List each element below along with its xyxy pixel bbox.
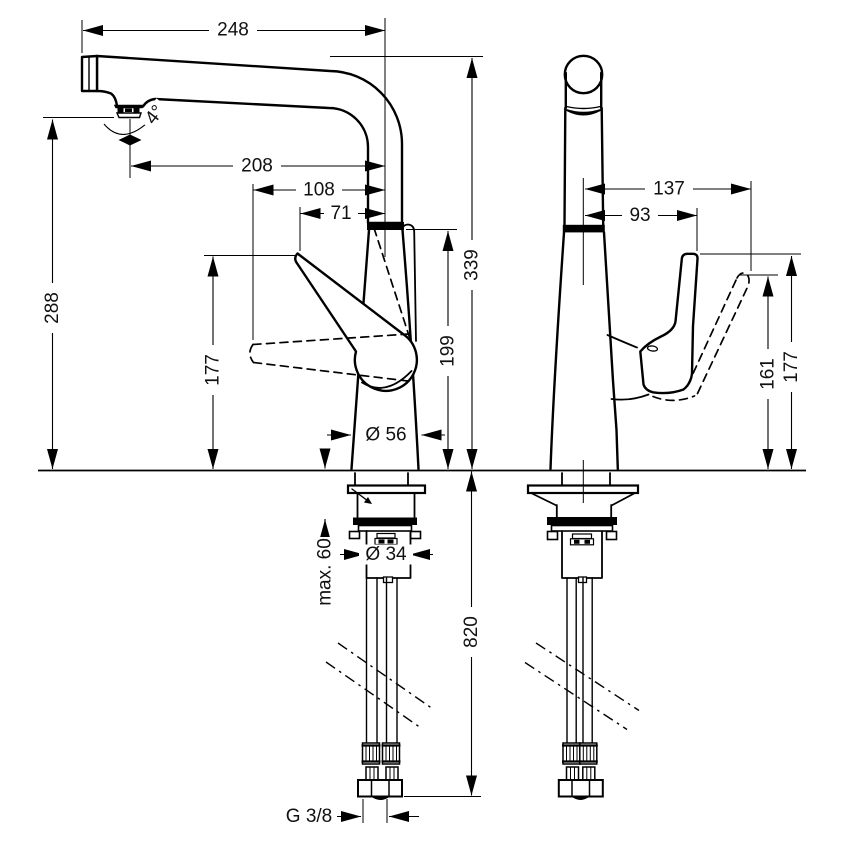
aerator-side	[113, 104, 145, 119]
break-lines-side	[325, 642, 434, 729]
spout-outline	[95, 54, 404, 225]
svg-text:177: 177	[203, 354, 224, 386]
body-front-right	[602, 231, 619, 471]
svg-text:137: 137	[653, 179, 685, 200]
dim-base-diameter: Ø 56	[359, 425, 413, 446]
handle-front-dashed	[652, 272, 750, 402]
dim-handle-width: 93	[622, 205, 658, 226]
dim-max-mounting-depth: max. 60	[315, 537, 336, 607]
dim-handle-open-height: 161	[758, 349, 779, 399]
svg-text:161: 161	[758, 358, 779, 390]
hoses-front	[524, 577, 640, 800]
dim-handle-open-width: 137	[645, 179, 693, 200]
svg-text:288: 288	[42, 292, 63, 324]
svg-text:248: 248	[217, 20, 249, 41]
body-front-left	[549, 231, 566, 471]
hex-nut-front	[557, 779, 604, 798]
handle-socket-top	[606, 334, 638, 349]
dim-total-height: 339	[462, 240, 483, 290]
hoses-side	[325, 577, 434, 800]
svg-text:Ø 56: Ø 56	[365, 425, 406, 446]
handle-side	[294, 252, 419, 392]
dim-shank-diameter: Ø 34	[359, 544, 413, 565]
front-view	[524, 54, 750, 800]
svg-text:177: 177	[781, 351, 802, 383]
aerator-front-top	[565, 105, 602, 110]
svg-text:Ø 34: Ø 34	[365, 544, 407, 565]
handle-front	[639, 252, 699, 395]
break-lines-front	[524, 642, 640, 731]
svg-text:208: 208	[241, 156, 273, 177]
base-side	[346, 472, 427, 584]
svg-text:199: 199	[438, 335, 459, 367]
dim-handle-open-to-axis: 108	[296, 180, 342, 201]
dimensions: 248 208 108 71 137 93 288 177	[42, 18, 802, 827]
hex-nut-side	[357, 779, 403, 798]
dim-aerator-to-axis: 208	[233, 156, 281, 177]
dim-handle-tip-to-axis: 71	[324, 203, 358, 224]
svg-text:339: 339	[462, 249, 483, 281]
dim-handle-height-side: 177	[203, 345, 224, 395]
dim-body-joint-height: 199	[438, 326, 459, 376]
svg-text:71: 71	[330, 203, 351, 224]
svg-text:G 3/8: G 3/8	[286, 806, 332, 827]
hose-braid	[361, 742, 401, 765]
svg-text:max. 60: max. 60	[315, 538, 336, 606]
neck-front	[563, 106, 605, 227]
base-front	[526, 460, 640, 584]
aerator-front	[566, 109, 601, 116]
handle-screw-hole	[646, 345, 659, 352]
handle-side-dashed	[249, 333, 413, 383]
svg-text:820: 820	[461, 616, 482, 648]
svg-text:93: 93	[629, 205, 650, 226]
spout-head-front	[563, 54, 604, 95]
dim-spout-reach: 248	[209, 20, 257, 41]
svg-text:108: 108	[303, 180, 335, 201]
dim-spout-outlet-height: 288	[42, 283, 63, 333]
handle-ball-under-arc	[361, 370, 413, 389]
dim-thread-size: G 3/8	[281, 806, 337, 827]
handle-socket-bottom	[610, 393, 650, 401]
dim-handle-height-front: 177	[781, 342, 802, 392]
lever-up-dashed-edge	[373, 227, 414, 349]
dim-hose-length: 820	[461, 607, 482, 657]
